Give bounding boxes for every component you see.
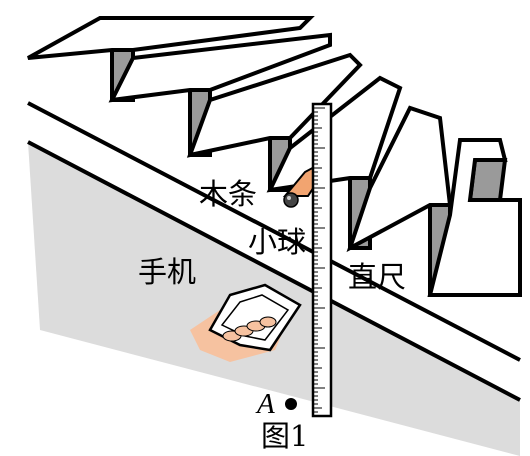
phone-label: 手机: [138, 255, 197, 289]
ruler: [311, 102, 333, 418]
tread-6: [427, 138, 522, 297]
tread-2: [108, 32, 332, 103]
stringer-top: [27, 101, 521, 362]
stairs: [27, 16, 522, 297]
tread-4: [266, 75, 403, 193]
point-a-label: A: [257, 388, 275, 420]
ball-icon: [283, 192, 299, 208]
figure-caption: 图1: [261, 419, 309, 453]
tread-1: [27, 16, 315, 60]
small-ball-label: 小球: [248, 225, 307, 259]
point-a-dot: [285, 398, 297, 410]
tread-5: [346, 105, 453, 253]
ruler-label: 直尺: [348, 260, 407, 294]
phone-icon: [208, 283, 302, 352]
tread-3: [186, 52, 363, 158]
stringer-bottom: [27, 140, 521, 402]
wood-strip-label: 木条: [199, 177, 258, 211]
